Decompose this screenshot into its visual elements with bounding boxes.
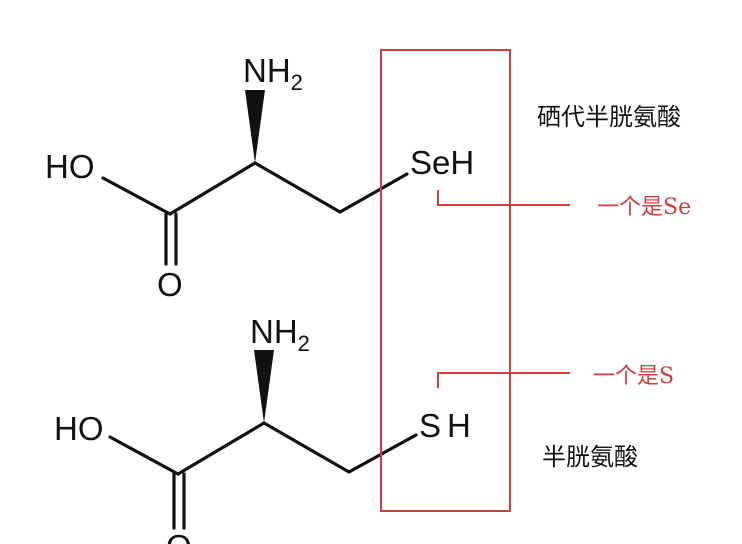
- amino-group: NH2: [250, 313, 310, 356]
- wedge-bond-amino: [254, 350, 274, 423]
- bond-alpha-ch2: [253, 161, 342, 214]
- cysteine-structure: NH2 HO O S H 半胱氨酸: [54, 313, 638, 544]
- oxygen-label: O: [166, 528, 192, 544]
- wedge-bond-amino: [245, 90, 265, 163]
- leader-line-top: [437, 190, 570, 206]
- amino-subscript: 2: [291, 70, 303, 95]
- amino-subscript: 2: [298, 331, 310, 356]
- seh-group-label: SeH: [410, 144, 474, 181]
- hydroxyl-label: HO: [45, 148, 95, 185]
- bond-carbonyl-alpha: [176, 421, 266, 476]
- cysteine-name: 半胱氨酸: [542, 443, 638, 471]
- amino-group: NH2: [243, 52, 303, 95]
- amino-label: NH: [243, 52, 291, 89]
- selenocysteine-structure: NH2 HO O SeH 硒代半胱氨酸: [45, 52, 681, 303]
- oxygen-label: O: [157, 266, 183, 303]
- sulfur-label: S: [419, 407, 441, 444]
- selenocysteine-name: 硒代半胱氨酸: [537, 103, 681, 131]
- bond-ch2-se: [338, 172, 409, 214]
- comparison-annotations: 一个是Se 一个是S: [380, 49, 691, 512]
- bond-ho-carbon: [101, 176, 172, 216]
- bond-ch2-s: [347, 433, 418, 474]
- bond-alpha-ch2: [262, 421, 351, 474]
- annotation-top: 一个是Se: [597, 195, 691, 220]
- hydrogen-label: H: [447, 407, 471, 444]
- annotation-bottom: 一个是S: [593, 364, 674, 389]
- bond-carbonyl-alpha: [168, 161, 257, 216]
- bond-ho-carbon: [108, 435, 180, 476]
- hydroxyl-label: HO: [54, 410, 104, 447]
- amino-label: NH: [250, 313, 298, 350]
- highlight-box: [380, 49, 511, 512]
- leader-line-bottom: [437, 372, 570, 388]
